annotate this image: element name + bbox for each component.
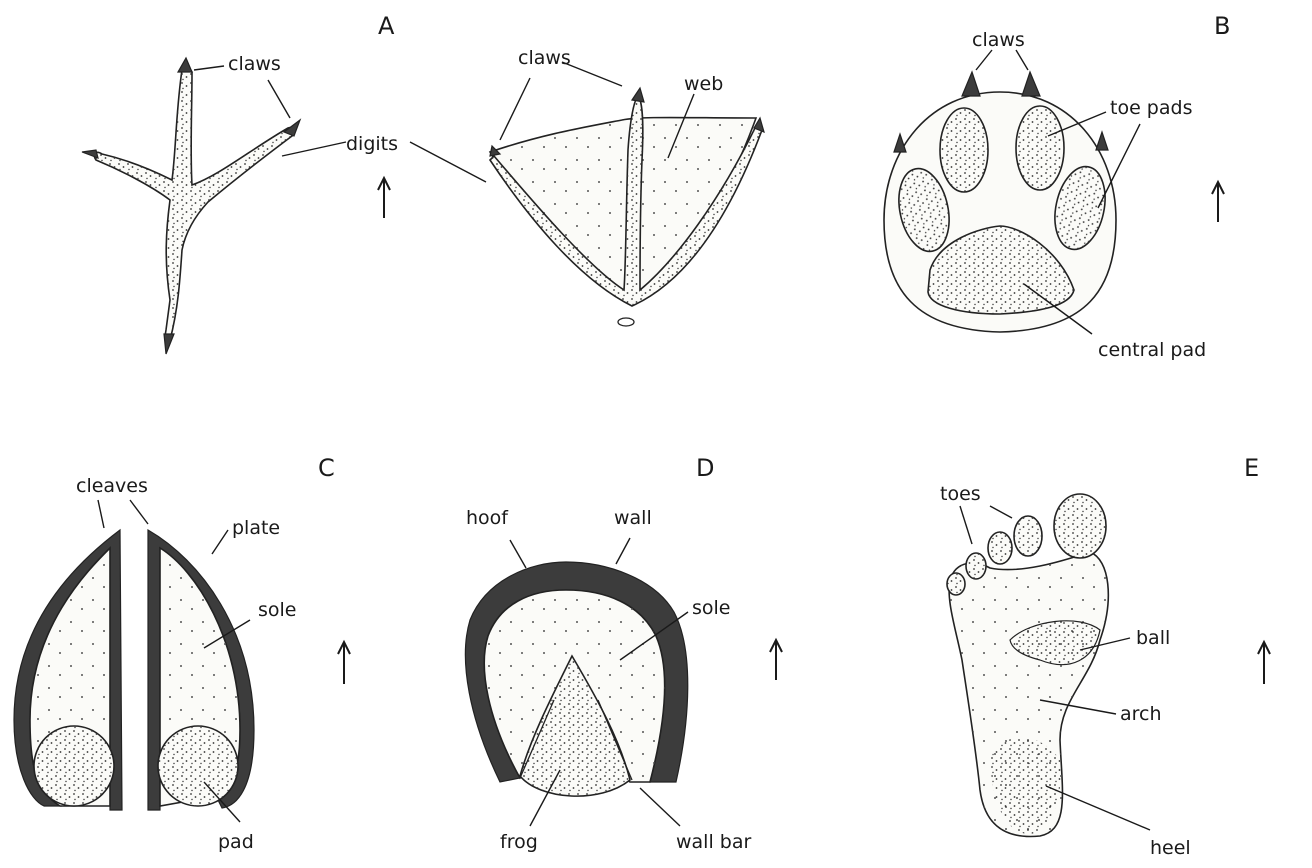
- label-web: web: [684, 73, 723, 95]
- claw-b-4: [1096, 132, 1108, 150]
- label-cleaves: cleaves: [76, 475, 148, 497]
- claw-right: [284, 120, 300, 136]
- leader-claws-right-2: [562, 62, 622, 86]
- leader-claws-left-1: [194, 66, 224, 70]
- direction-arrow-a: [378, 178, 390, 218]
- duck-claw-middle: [632, 88, 644, 102]
- leader-toes-2: [990, 506, 1012, 518]
- leader-claws-b-1: [976, 50, 992, 70]
- human-footprint: [947, 494, 1108, 837]
- direction-arrow-c: [338, 642, 350, 684]
- leader-cleaves-1: [98, 500, 104, 528]
- panel-d: D hoof wall sole frog wall bar: [465, 454, 782, 853]
- duck-track: [490, 88, 764, 326]
- claw-b-2: [1022, 72, 1040, 96]
- label-digits: digits: [346, 133, 398, 155]
- hallux-mark: [618, 318, 634, 326]
- leader-digits-right: [410, 142, 486, 182]
- leader-hoof: [510, 540, 526, 568]
- label-plate: plate: [232, 517, 280, 539]
- label-toes: toes: [940, 483, 981, 505]
- panel-label-d: D: [696, 454, 714, 482]
- panel-e: E toes ball arch heel: [940, 454, 1270, 859]
- panel-label-c: C: [318, 454, 335, 482]
- label-hoof: hoof: [466, 507, 509, 529]
- label-claws-a-left: claws: [228, 53, 281, 75]
- claw-left: [82, 150, 98, 158]
- direction-arrow-d: [770, 640, 782, 680]
- label-frog: frog: [500, 831, 538, 853]
- direction-arrow-e: [1258, 642, 1270, 684]
- label-ball: ball: [1136, 627, 1170, 649]
- leader-claws-right-1: [500, 78, 530, 140]
- label-wall-bar: wall bar: [676, 831, 751, 853]
- label-wall: wall: [614, 507, 652, 529]
- label-sole-c: sole: [258, 599, 297, 621]
- label-toe-pads: toe pads: [1110, 97, 1192, 119]
- claw-front: [178, 58, 192, 72]
- leader-digits-left: [282, 142, 346, 156]
- claw-hind: [164, 334, 174, 354]
- claw-b-3: [894, 134, 906, 152]
- panel-c: C cleaves plate sole pad: [14, 454, 350, 853]
- leader-plate: [212, 530, 228, 554]
- leader-cleaves-2: [130, 500, 148, 524]
- label-pad: pad: [218, 831, 254, 853]
- panel-a: A: [82, 12, 764, 354]
- leader-claws-left-2: [268, 80, 290, 118]
- panel-b: B claws toe pads cen: [884, 12, 1230, 361]
- leader-wall-bar: [640, 788, 680, 826]
- label-heel: heel: [1150, 837, 1191, 859]
- leader-toes-1: [960, 506, 972, 544]
- canine-track: [884, 72, 1116, 332]
- leader-wall: [616, 538, 630, 564]
- horse-hoof: [465, 562, 687, 796]
- direction-arrow-b: [1212, 182, 1224, 222]
- leader-claws-b-2: [1016, 50, 1028, 70]
- label-arch: arch: [1120, 703, 1162, 725]
- panel-label-e: E: [1244, 454, 1259, 482]
- label-claws-a-right: claws: [518, 47, 571, 69]
- label-claws-b: claws: [972, 29, 1025, 51]
- label-sole-d: sole: [692, 597, 731, 619]
- cloven-track: [14, 530, 254, 810]
- label-central-pad: central pad: [1098, 339, 1206, 361]
- bird-track: [82, 58, 300, 354]
- panel-label-b: B: [1214, 12, 1230, 40]
- panel-label-a: A: [378, 12, 395, 40]
- claw-b-1: [962, 72, 980, 96]
